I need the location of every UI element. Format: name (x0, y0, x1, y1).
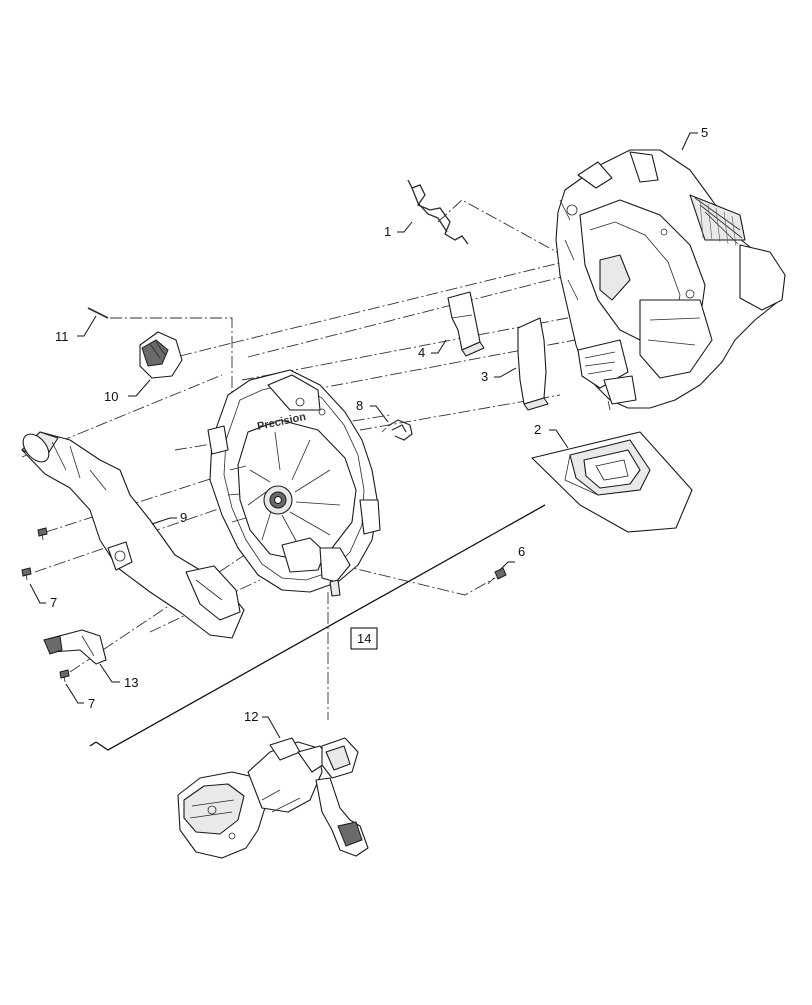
callout-8: 8 (356, 398, 363, 413)
callout-14-box (350, 627, 378, 650)
leader-lines (29, 132, 698, 739)
pin-part-11 (87, 307, 109, 319)
callout-4: 4 (418, 345, 425, 360)
callout-9: 9 (180, 510, 187, 525)
actuator-part-12 (177, 737, 369, 859)
callout-10: 10 (104, 389, 118, 404)
housing-part-5 (555, 149, 786, 409)
screw-part-7-middle (21, 567, 32, 581)
callout-7-lower: 7 (88, 696, 95, 711)
fan-housing-disc: Precision (207, 369, 381, 597)
callout-labels: 1 2 3 4 5 6 7 7 8 9 10 11 12 13 14 (50, 125, 708, 724)
assembly-bracket (89, 504, 546, 751)
spring-clip-part-1 (407, 179, 469, 245)
callout-2: 2 (534, 422, 541, 437)
callout-12: 12 (244, 709, 258, 724)
seal-strip-part-3 (517, 317, 549, 411)
callout-7-upper: 7 (50, 595, 57, 610)
screw-part-6 (487, 567, 507, 585)
air-duct-part-9 (21, 431, 245, 639)
callout-11: 11 (55, 329, 69, 344)
callout-5: 5 (701, 125, 708, 140)
callout-13: 13 (124, 675, 138, 690)
latch-part-13 (43, 629, 107, 665)
screw-part-7-upper (37, 527, 48, 541)
screw-part-7-lower (59, 669, 70, 683)
knob-part-10 (139, 331, 183, 379)
callout-14: 14 (357, 631, 371, 646)
callout-6: 6 (518, 544, 525, 559)
hairpin-clip-part-8 (381, 419, 413, 441)
seal-plate-part-2 (531, 431, 693, 533)
callout-3: 3 (481, 369, 488, 384)
foam-pad-part-4 (447, 291, 485, 357)
callout-1: 1 (384, 224, 391, 239)
